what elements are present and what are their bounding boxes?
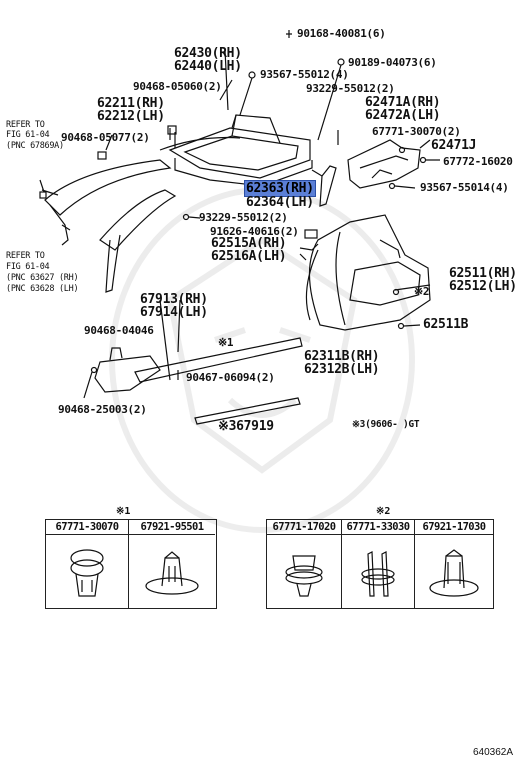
- clip-table-2: 67771-17020 67771-33030 67921-17030: [266, 519, 494, 609]
- part-label-67919[interactable]: ※367919: [218, 419, 274, 434]
- part-label-62212[interactable]: 62212(LH): [97, 109, 165, 124]
- part-label-67914[interactable]: 67914(LH): [140, 305, 208, 320]
- clip-header: 67921-17030: [415, 520, 493, 535]
- note-3: ※3(9606- )GT: [352, 419, 420, 430]
- part-label-93229b[interactable]: 93229-55012(2): [199, 211, 288, 224]
- refer-note-1b: FIG 61-04: [6, 130, 50, 140]
- part-label-62211[interactable]: 62211(RH): [97, 96, 165, 111]
- clip-header: 67921-95501: [129, 520, 215, 535]
- clip-icon: [145, 551, 199, 595]
- refer-note-2a: REFER TO: [6, 251, 45, 261]
- part-label-62511[interactable]: 62511(RH): [449, 266, 517, 281]
- part-label-62471a[interactable]: 62471A(RH): [365, 95, 441, 110]
- part-label-62511b[interactable]: 62511B: [423, 317, 469, 332]
- part-label-90468a[interactable]: 90468-05060(2): [133, 80, 222, 93]
- highlighted-part-62363[interactable]: 62363(RH): [244, 180, 316, 197]
- table-2-mark: ※2: [376, 506, 391, 517]
- clip-header: 67771-30070: [46, 520, 128, 535]
- part-label-67913[interactable]: 67913(RH): [140, 292, 208, 307]
- part-label-62471j[interactable]: 62471J: [431, 138, 477, 153]
- clip-header: 67771-33030: [342, 520, 414, 535]
- part-label-67771a[interactable]: 67771-30070(2): [372, 125, 461, 138]
- clip-table-1: 67771-30070 67921-95501: [45, 519, 217, 609]
- part-label-62430[interactable]: 62430(RH): [174, 46, 242, 61]
- figure-id: 640362A: [472, 747, 513, 758]
- clip-mark-2: ※2: [414, 285, 430, 298]
- part-label-62516a[interactable]: 62516A(LH): [211, 249, 287, 264]
- part-label-62364[interactable]: 62364(LH): [246, 195, 314, 210]
- table-1-mark: ※1: [116, 506, 131, 517]
- refer-note-2b: FIG 61-04: [6, 262, 50, 272]
- clip-icon: [70, 549, 104, 597]
- part-label-62363[interactable]: 62363(RH): [244, 180, 316, 197]
- part-label-62512[interactable]: 62512(LH): [449, 279, 517, 294]
- clip-icon: [361, 551, 395, 597]
- refer-note-2d: (PNC 63628 (LH): [6, 284, 79, 294]
- part-label-62440[interactable]: 62440(LH): [174, 59, 242, 74]
- clip-icon: [285, 555, 323, 597]
- refer-note-1c: (PNC 67869A): [6, 141, 64, 151]
- part-label-93567b[interactable]: 93567-55014(4): [420, 181, 509, 194]
- part-label-91626[interactable]: 91626-40616(2): [210, 225, 299, 238]
- clip-cell-67771-33030[interactable]: 67771-33030: [341, 520, 414, 608]
- part-label-67772[interactable]: 67772-16020: [443, 155, 513, 168]
- part-label-62515a[interactable]: 62515A(RH): [211, 236, 287, 251]
- part-label-62472a[interactable]: 62472A(LH): [365, 108, 441, 123]
- part-label-62311b[interactable]: 62311B(RH): [304, 349, 380, 364]
- clip-cell-67771-17020[interactable]: 67771-17020: [267, 520, 341, 608]
- part-label-93567a[interactable]: 93567-55012(4): [260, 68, 349, 81]
- clip-icon: [429, 549, 479, 597]
- clip-cell-67921-17030[interactable]: 67921-17030: [414, 520, 493, 608]
- clip-header: 67771-17020: [267, 520, 341, 535]
- refer-note-1a: REFER TO: [6, 120, 45, 130]
- part-label-93229a[interactable]: 93229-55012(2): [306, 82, 395, 95]
- clip-cell-67771-30070[interactable]: 67771-30070: [46, 520, 128, 608]
- part-label-90168[interactable]: 90168-40081(6): [297, 27, 386, 40]
- part-label-90468c[interactable]: 90468-04046: [84, 324, 154, 337]
- clip-cell-67921-95501[interactable]: 67921-95501: [128, 520, 215, 608]
- part-label-90468d[interactable]: 90468-25003(2): [58, 403, 147, 416]
- part-label-90467[interactable]: 90467-06094(2): [186, 371, 275, 384]
- refer-note-2c: (PNC 63627 (RH): [6, 273, 79, 283]
- part-label-62312b[interactable]: 62312B(LH): [304, 362, 380, 377]
- part-label-90189[interactable]: 90189-04073(6): [348, 56, 437, 69]
- clip-mark-1: ※1: [218, 336, 234, 349]
- part-label-90468b[interactable]: 90468-05077(2): [61, 131, 150, 144]
